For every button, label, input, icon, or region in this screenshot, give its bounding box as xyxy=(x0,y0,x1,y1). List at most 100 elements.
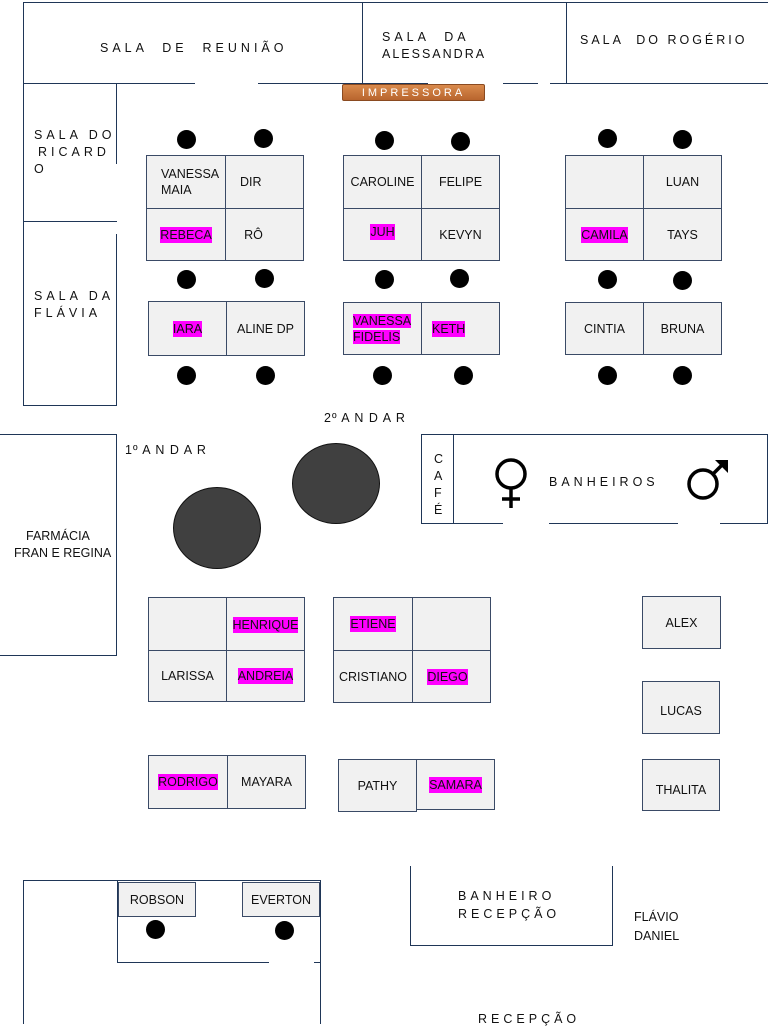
chair xyxy=(450,269,469,288)
wall xyxy=(720,523,768,525)
desk-cristiano[interactable]: CRISTIANO xyxy=(333,650,413,703)
round-table xyxy=(292,443,380,524)
desk-label: CRISTIANO xyxy=(338,669,408,684)
desk-label: RÔ xyxy=(244,227,263,242)
floor-label-2: 2º A N D A R xyxy=(324,411,406,425)
desk-label: DIR xyxy=(240,175,262,189)
desk-luan[interactable]: LUAN xyxy=(643,155,722,209)
room-label-cafe-c: C xyxy=(434,452,444,466)
desk-everton[interactable]: EVERTON xyxy=(242,882,320,917)
desk-empty[interactable] xyxy=(412,597,491,651)
desk-alex[interactable]: ALEX xyxy=(642,596,721,649)
desk-ro[interactable]: RÔ xyxy=(225,208,304,261)
desk-keth[interactable]: KETH xyxy=(421,302,500,355)
desk-label: MAIA xyxy=(161,183,192,197)
wall xyxy=(23,2,567,4)
desk-label: FELIPE xyxy=(438,175,483,189)
desk-felipe[interactable]: FELIPE xyxy=(421,155,500,209)
desk-label: HENRIQUE xyxy=(232,617,299,633)
desk-robson[interactable]: ROBSON xyxy=(118,882,196,917)
desk-thalita[interactable]: THALITA xyxy=(642,759,720,811)
desk-aline-dp[interactable]: ALINE DP xyxy=(226,301,305,356)
room-label-sala-de-reuniao: SALA DE REUNIÃO xyxy=(100,41,288,55)
wall xyxy=(421,434,423,524)
room-label-sala-ricardo-2: RICARD xyxy=(38,145,110,159)
wall xyxy=(421,434,768,436)
desk-label: IARA xyxy=(172,320,203,337)
desk-samara[interactable]: SAMARA xyxy=(416,759,495,810)
room-label-banheiro-recepcao-1: BANHEIRO xyxy=(458,889,556,903)
desk-etiene[interactable]: ETIENE xyxy=(333,597,413,651)
room-label-farmacia-1: FARMÁCIA xyxy=(26,529,90,543)
wall xyxy=(314,962,321,964)
printer: IMPRESSORA xyxy=(342,84,485,101)
chair xyxy=(255,269,274,288)
flavio-label-2: DANIEL xyxy=(634,929,680,943)
desk-label: CAROLINE xyxy=(350,175,415,189)
desk-tays[interactable]: TAYS xyxy=(643,208,722,261)
room-label-sala-alessandra-1: SALA DA xyxy=(382,30,470,44)
desk-rodrigo[interactable]: RODRIGO xyxy=(148,755,228,809)
chair xyxy=(254,129,273,148)
wall xyxy=(117,962,269,964)
desk-label: TAYS xyxy=(667,227,698,242)
wall xyxy=(23,880,25,1024)
chair xyxy=(673,366,692,385)
desk-henrique[interactable]: HENRIQUE xyxy=(226,597,305,651)
desk-label: KETH xyxy=(432,320,466,337)
desk-andreia[interactable]: ANDREIA xyxy=(226,650,305,702)
desk-lucas[interactable]: LUCAS xyxy=(642,681,720,734)
room-label-sala-ricardo-3: O xyxy=(34,162,48,176)
desk-empty[interactable] xyxy=(565,155,644,209)
room-label-recepcao: RECEPÇÃO xyxy=(478,1012,581,1026)
desk-juh[interactable]: JUH xyxy=(343,208,422,261)
room-label-sala-ricardo-1: SALA DO xyxy=(34,128,116,142)
chair xyxy=(177,270,196,289)
chair xyxy=(598,270,617,289)
wall xyxy=(421,523,503,525)
desk-label: LUCAS xyxy=(660,703,702,718)
wall xyxy=(116,84,118,164)
room-label-sala-flavia-1: SALA DA xyxy=(34,289,115,303)
desk-cintia[interactable]: CINTIA xyxy=(565,302,644,355)
chair xyxy=(375,270,394,289)
desk-rebeca[interactable]: REBECA xyxy=(146,208,226,261)
room-label-banheiro-recepcao-2: RECEPÇÃO xyxy=(458,907,561,921)
desk-camila[interactable]: CAMILA xyxy=(565,208,644,261)
desk-iara[interactable]: IARA xyxy=(148,301,227,356)
desk-bruna[interactable]: BRUNA xyxy=(643,302,722,355)
wall xyxy=(549,523,678,525)
desk-dir[interactable]: DIR xyxy=(225,155,304,209)
chair xyxy=(673,271,692,290)
desk-larissa[interactable]: LARISSA xyxy=(148,650,227,702)
male-symbol-icon xyxy=(687,460,728,500)
desk-empty[interactable] xyxy=(148,597,227,651)
desk-label: BRUNA xyxy=(660,321,705,336)
chair xyxy=(177,366,196,385)
wall xyxy=(566,2,568,84)
chair xyxy=(375,131,394,150)
wall xyxy=(23,221,117,223)
desk-kevyn[interactable]: KEVYN xyxy=(421,208,500,261)
chair xyxy=(275,921,294,940)
room-label-cafe-f: F xyxy=(434,486,442,500)
desk-label: DIEGO xyxy=(427,668,468,685)
desk-mayara[interactable]: MAYARA xyxy=(227,755,306,809)
desk-label: CINTIA xyxy=(584,321,625,336)
wall xyxy=(550,83,768,85)
wall xyxy=(503,83,538,85)
room-label-banheiros: BANHEIROS xyxy=(549,475,659,489)
chair xyxy=(598,366,617,385)
desk-diego[interactable]: DIEGO xyxy=(412,650,491,703)
desk-label: THALITA xyxy=(655,783,707,797)
wall xyxy=(116,234,118,406)
wall xyxy=(320,880,322,1024)
wall xyxy=(362,2,364,84)
desk-label: JUH xyxy=(370,224,395,240)
desk-label: KEVYN xyxy=(439,227,482,242)
desk-pathy[interactable]: PATHY xyxy=(338,759,417,812)
wall xyxy=(23,880,321,882)
desk-caroline[interactable]: CAROLINE xyxy=(343,155,422,209)
